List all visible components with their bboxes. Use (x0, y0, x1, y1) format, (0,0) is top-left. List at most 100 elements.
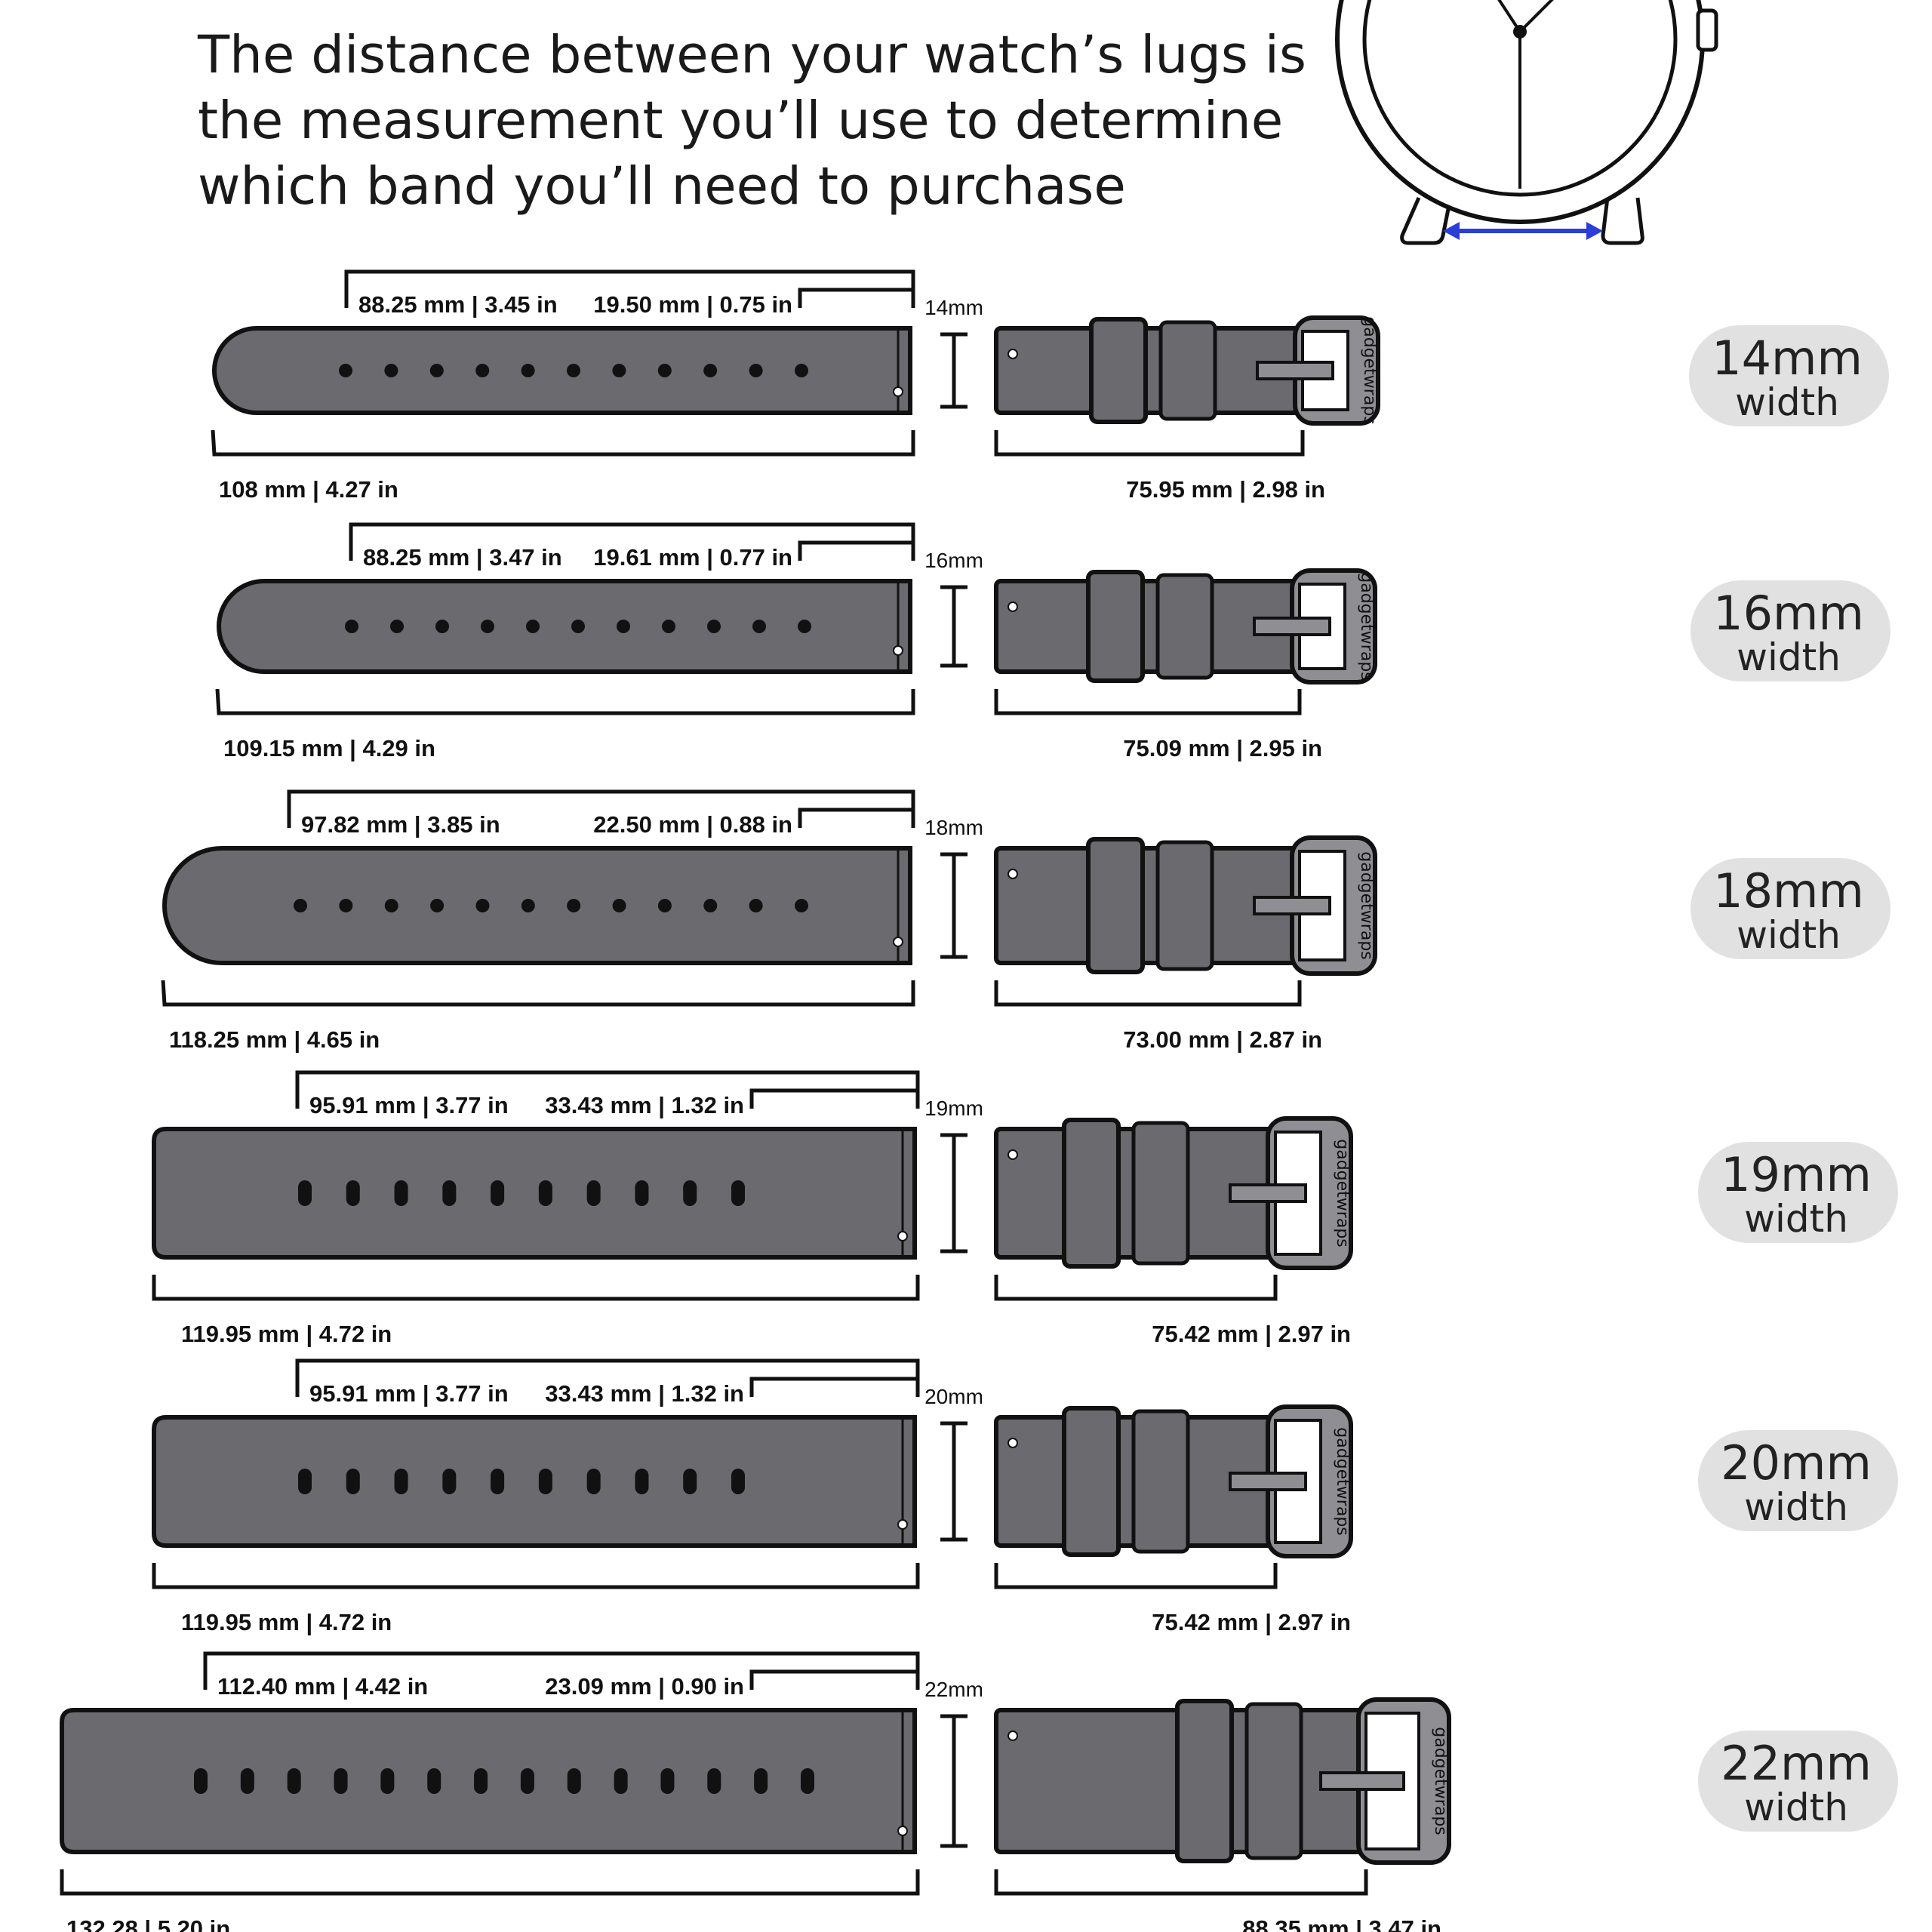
strap-hole (657, 899, 672, 912)
strap-hole (731, 1469, 745, 1494)
end-gap-label: 19.50 mm | 0.75 in (593, 291, 792, 318)
buckle-length-label: 75.09 mm | 2.95 in (1123, 735, 1322, 761)
tail-total-bracket (60, 1869, 920, 1896)
buckle-tongue (1229, 1472, 1307, 1491)
strap-hole (801, 1768, 814, 1794)
buckle-tongue (1253, 896, 1331, 915)
strap-hole (660, 1768, 675, 1794)
strap-hole (394, 1469, 408, 1494)
spring-bar-pin (897, 1231, 908, 1241)
fixed-keeper (1086, 570, 1145, 683)
buckle-tongue (1256, 361, 1334, 380)
size-pill-value: 22mm (1721, 1736, 1872, 1791)
tail-total-label: 132.28 | 5.20 in (66, 1915, 230, 1932)
strap-hole (429, 364, 444, 377)
strap-hole (491, 1180, 505, 1206)
strap-hole (380, 1768, 395, 1794)
fixed-keeper (1089, 317, 1148, 424)
buckle-length-bracket (994, 1275, 1278, 1301)
floating-keeper (1244, 1702, 1303, 1860)
fixed-keeper (1062, 1118, 1121, 1269)
strap-hole (798, 620, 811, 633)
brand-mark: gadgetwraps (1431, 1727, 1450, 1835)
spring-bar-pin (897, 1519, 908, 1530)
buckle-length-bracket (994, 430, 1305, 457)
tail-total-label: 118.25 mm | 4.65 in (169, 1026, 380, 1053)
hole-span-label: 112.40 mm | 4.42 in (217, 1673, 428, 1700)
tail-total-label: 119.95 mm | 4.72 in (181, 1609, 392, 1635)
spring-bar-pin (1008, 349, 1018, 359)
strap-hole (752, 620, 766, 633)
size-pill-caption: width (1735, 380, 1839, 424)
lug-width-label: 14mm (924, 296, 983, 319)
fixed-keeper (1086, 837, 1145, 974)
watch-hand-minute (1518, 0, 1554, 33)
tail-total-bracket (161, 980, 915, 1007)
size-pill-caption: width (1737, 913, 1841, 957)
strap-hole (703, 899, 718, 912)
buckle-length-bracket (994, 980, 1302, 1007)
buckle-length-label: 73.00 mm | 2.87 in (1123, 1026, 1322, 1053)
watch-illustration (1335, 0, 1718, 245)
tail-total-bracket (211, 429, 915, 457)
buckle-opening (1364, 1712, 1420, 1850)
strap-hole (521, 364, 535, 377)
strap-hole (612, 899, 626, 912)
strap-hole (538, 1180, 552, 1206)
lug-width-label: 19mm (924, 1097, 983, 1120)
strap-hole (491, 1469, 505, 1494)
lug-width-label: 20mm (924, 1385, 983, 1408)
strap-hole (538, 1469, 552, 1494)
strap-hole (521, 899, 535, 912)
strap-hole (474, 1768, 488, 1794)
end-gap-label: 22.50 mm | 0.88 in (593, 811, 792, 838)
arrowhead-left (1443, 222, 1460, 240)
brand-mark: gadgetwraps (1357, 851, 1376, 959)
brand-mark: gadgetwraps (1333, 1139, 1352, 1247)
spring-bar-pin (1008, 869, 1018, 879)
strap-hole (703, 364, 718, 377)
tail-total-bracket (215, 688, 915, 715)
buckle-length-bracket (994, 1563, 1278, 1589)
tail-strap (152, 1127, 917, 1260)
lug-width-label: 16mm (924, 549, 983, 572)
strap-hole (567, 899, 581, 912)
size-pill (1689, 325, 1889, 426)
end-gap-bracket (798, 288, 913, 308)
strap-hole (567, 364, 580, 377)
hole-span-label: 95.91 mm | 3.77 in (309, 1380, 509, 1407)
strap-hole (683, 1180, 697, 1206)
band-row: 95.91 mm | 3.77 in 33.43 mm | 1.32 in 119.… (152, 1358, 1898, 1635)
floating-keeper (1158, 320, 1217, 421)
size-pill-value: 14mm (1712, 331, 1863, 386)
spring-bar-pin (893, 645, 903, 656)
end-gap-label: 33.43 mm | 1.32 in (545, 1380, 744, 1407)
strap-hole (346, 1469, 360, 1494)
size-pill-caption: width (1744, 1197, 1848, 1241)
strap-hole (298, 1180, 312, 1206)
size-pill (1690, 580, 1890, 681)
strap-hole (612, 364, 626, 377)
spring-bar-pin (1008, 1149, 1018, 1160)
strap-hole (194, 1768, 208, 1794)
end-gap-bracket (798, 540, 913, 561)
headline: The distance between your watch’s lugs i… (198, 25, 1306, 217)
strap-hole (635, 1469, 649, 1494)
size-pill (1698, 1142, 1898, 1243)
tail-strap (162, 846, 912, 965)
tail-strap (217, 579, 912, 674)
tail-total-label: 108 mm | 4.27 in (219, 476, 398, 503)
strap-hole (384, 364, 398, 377)
tail-strap (60, 1708, 917, 1854)
strap-hole (334, 1768, 348, 1794)
size-pill-caption: width (1744, 1485, 1848, 1529)
hole-span-label: 88.25 mm | 3.47 in (363, 544, 562, 571)
lug-width-label: 22mm (924, 1678, 983, 1701)
strap-hole (526, 620, 540, 633)
brand-mark: gadgetwraps (1360, 316, 1379, 424)
floating-keeper (1155, 840, 1214, 971)
end-gap-bracket (749, 1669, 918, 1690)
strap-hole (657, 364, 672, 377)
